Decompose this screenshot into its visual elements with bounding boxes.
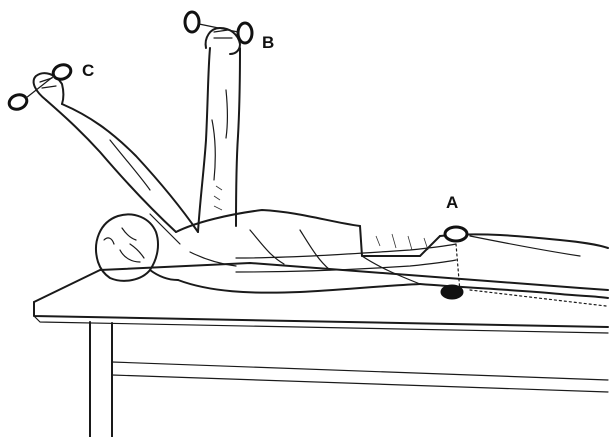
ear — [104, 238, 114, 244]
dumbbell-a-plate-top — [445, 227, 467, 241]
person-figure — [34, 28, 608, 306]
face-brow — [122, 228, 136, 240]
hand-c-fingers — [40, 78, 56, 88]
label-c: C — [82, 61, 94, 80]
face-cheek — [130, 244, 144, 258]
dumbbell-b-plate-left — [185, 12, 199, 32]
arm-b-right-edge — [236, 48, 240, 226]
dumbbell-c-plate-left — [7, 92, 29, 111]
chest-outline — [176, 210, 360, 232]
dumbbell-a — [441, 227, 467, 299]
arm-b-left-edge — [198, 48, 210, 232]
arm-c-bottom-edge — [62, 104, 198, 232]
label-a: A — [446, 193, 458, 212]
head — [96, 214, 158, 280]
shorts-texture — [376, 234, 428, 250]
shorts-bottom — [362, 256, 420, 284]
shorts-top — [360, 226, 440, 256]
dumbbell-c-plate-right — [51, 62, 73, 81]
arm-b-muscle — [212, 120, 215, 180]
torso-shading-1 — [250, 230, 284, 264]
dumbbell-a-plate-bottom — [441, 285, 463, 299]
leg-shading — [470, 236, 580, 256]
arm-a-top-edge — [236, 244, 456, 258]
arm-a-weight-bar — [456, 244, 460, 292]
dumbbell-b-plate-right — [238, 23, 252, 43]
face-jaw — [120, 250, 140, 262]
bench — [34, 263, 608, 437]
label-b: B — [262, 33, 274, 52]
arm-b-shading — [214, 186, 222, 210]
arm-c-top-edge — [46, 100, 176, 232]
arm-b-forearm-line — [226, 90, 228, 138]
torso-shading-2 — [300, 230, 330, 270]
neck — [150, 270, 178, 280]
hand-b-fingers — [214, 30, 232, 38]
back-outline — [178, 280, 420, 293]
